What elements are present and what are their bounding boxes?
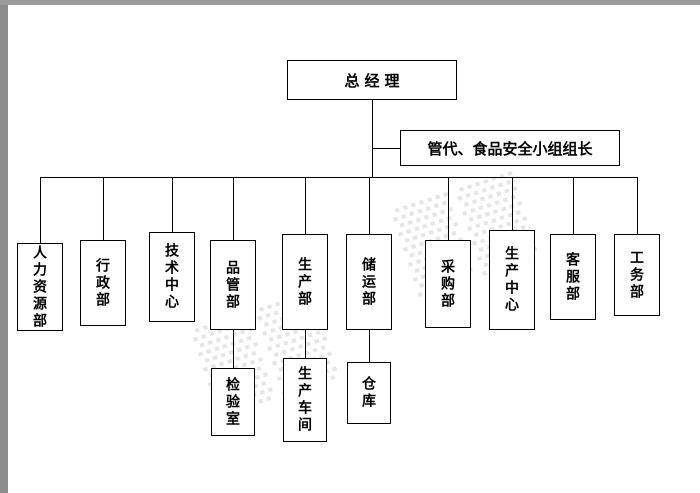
dept-label: 工务部 <box>629 249 645 301</box>
connector-rep-branch <box>372 148 400 149</box>
connector-sub-drop <box>369 330 370 362</box>
sub-label: 仓库 <box>361 376 377 410</box>
management-representative-label: 管代、食品安全小组组长 <box>427 140 593 158</box>
connector-dept-drop <box>40 177 41 243</box>
connector-sub-drop <box>233 330 234 368</box>
dept-box-storage-transport: 储运部 <box>346 234 392 330</box>
connector-dept-drop <box>172 177 173 232</box>
box-management-representative: 管代、食品安全小组组长 <box>400 130 620 166</box>
connector-dept-drop <box>305 177 306 234</box>
dept-box-engineering: 工务部 <box>614 234 660 316</box>
box-general-manager: 总经理 <box>287 60 457 100</box>
dept-label: 采购部 <box>440 258 456 310</box>
connector-sub-drop <box>305 330 306 358</box>
connector-main-horizontal <box>40 177 637 178</box>
connector-dept-drop <box>233 177 234 240</box>
dept-label: 生产中心 <box>504 246 520 314</box>
dept-label: 技术中心 <box>164 243 180 311</box>
connector-dept-drop <box>103 177 104 240</box>
sub-box-inspection-room: 检验室 <box>211 368 255 436</box>
dept-box-administration: 行政部 <box>80 240 126 326</box>
dept-box-customer-service: 客服部 <box>550 234 596 320</box>
page-edge-top <box>0 0 700 5</box>
connector-root-drop <box>372 100 373 177</box>
dept-box-production-center: 生产中心 <box>489 230 535 330</box>
sub-label: 检验室 <box>225 376 241 428</box>
dept-label: 客服部 <box>565 251 581 303</box>
connector-dept-drop <box>369 177 370 234</box>
dept-box-technology-center: 技术中心 <box>149 232 195 322</box>
sub-box-production-workshop: 生产车间 <box>283 358 327 442</box>
dept-box-production: 生产部 <box>282 234 328 330</box>
page-edge-left <box>0 0 8 493</box>
dept-box-quality-control: 品管部 <box>210 240 256 330</box>
connector-dept-drop <box>448 177 449 240</box>
connector-dept-drop <box>573 177 574 234</box>
dept-label: 行政部 <box>95 257 111 309</box>
connector-dept-drop <box>512 177 513 230</box>
dept-label: 储运部 <box>361 256 377 308</box>
sub-label: 生产车间 <box>297 366 313 434</box>
dept-label: 品管部 <box>225 259 241 311</box>
dept-box-purchasing: 采购部 <box>425 240 471 328</box>
dept-label: 生产部 <box>297 256 313 308</box>
dept-label: 人力资源部 <box>32 244 48 330</box>
connector-dept-drop <box>637 177 638 234</box>
dept-box-human-resources: 人力资源部 <box>17 243 63 331</box>
sub-box-warehouse: 仓库 <box>347 362 391 424</box>
general-manager-label: 总经理 <box>344 72 405 90</box>
